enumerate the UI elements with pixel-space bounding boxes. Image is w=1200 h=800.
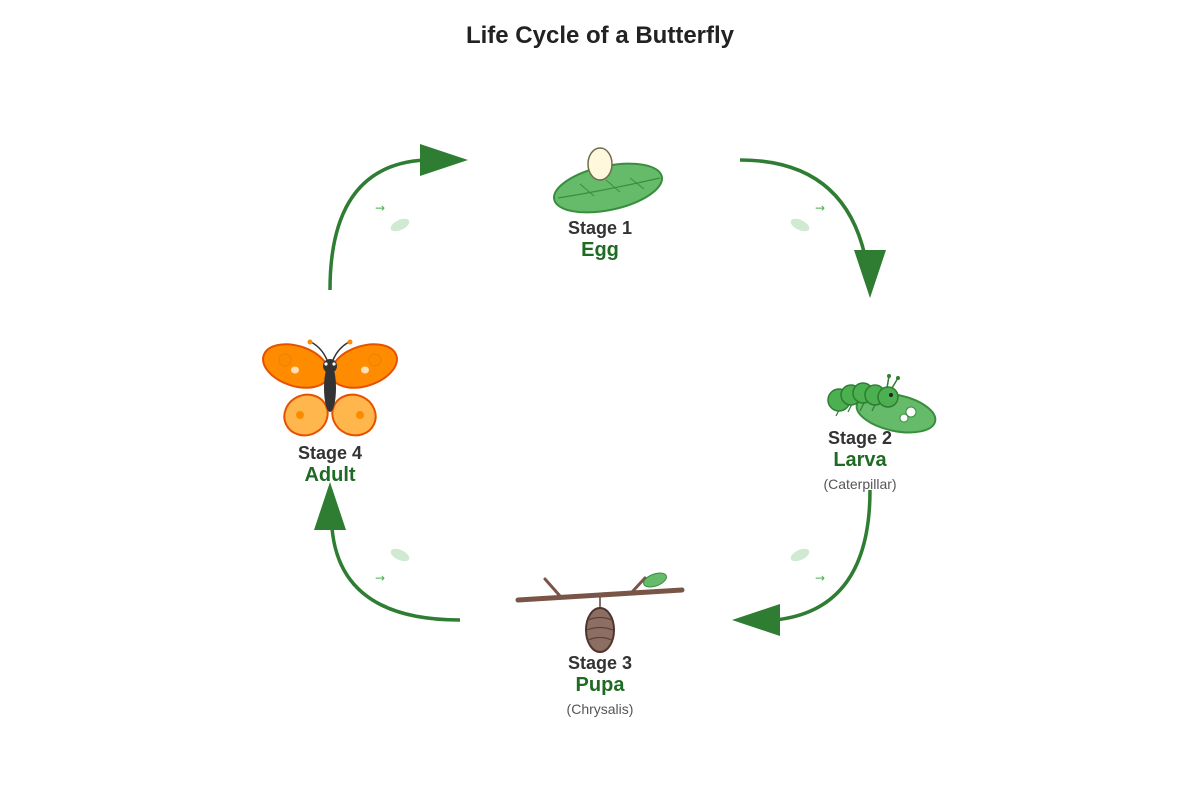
cycle-arrows xyxy=(314,144,886,636)
stage-name: Larva xyxy=(833,449,887,471)
butterfly-icon xyxy=(262,339,398,437)
egg-on-leaf-icon xyxy=(553,147,663,214)
small-leaf-icon xyxy=(390,548,410,562)
stage-number: Stage 1 xyxy=(567,218,633,238)
stage-number: Stage 4 xyxy=(297,443,363,463)
small-arrow-glyph: → xyxy=(375,201,385,215)
stage-subtitle: (Caterpillar) xyxy=(823,476,897,492)
stage-1-label: Stage 1 Egg xyxy=(490,218,710,262)
small-arrow-glyph: → xyxy=(375,571,385,585)
arrow-pupa-to-adult xyxy=(330,527,461,622)
caterpillar-icon xyxy=(827,374,937,434)
small-leaf-icon xyxy=(790,548,810,562)
small-leaf-icon xyxy=(390,218,410,232)
stage-name: Pupa xyxy=(575,674,625,696)
branch-icon xyxy=(515,587,685,603)
arrowhead-to-egg xyxy=(420,144,468,176)
stage-subtitle: (Chrysalis) xyxy=(566,701,634,717)
arrowhead-to-larva xyxy=(854,250,886,298)
arrow-larva-to-pupa xyxy=(774,489,872,622)
egg-icon xyxy=(587,147,613,181)
diagram-title: Life Cycle of a Butterfly xyxy=(465,22,735,49)
stage-4-label: Stage 4 Adult xyxy=(220,443,440,487)
stage-3-label: Stage 3 Pupa (Chrysalis) xyxy=(490,653,710,719)
decorative-leaves xyxy=(390,218,810,562)
arrowhead-to-pupa xyxy=(732,604,780,636)
small-arrow-glyph: → xyxy=(815,201,825,215)
small-arrow-glyph: → xyxy=(815,571,825,585)
small-leaf-icon xyxy=(790,218,810,232)
arrow-adult-to-egg xyxy=(328,158,426,291)
stage-number: Stage 2 xyxy=(827,428,893,448)
arrowhead-to-adult xyxy=(314,482,346,530)
stage-number: Stage 3 xyxy=(567,653,633,673)
chrysalis-icon xyxy=(515,572,685,653)
small-arrow-glyphs: → → → → xyxy=(375,201,825,585)
stage-2-label: Stage 2 Larva (Caterpillar) xyxy=(750,428,970,494)
stage-name: Egg xyxy=(581,239,619,261)
stage-name: Adult xyxy=(304,464,356,486)
